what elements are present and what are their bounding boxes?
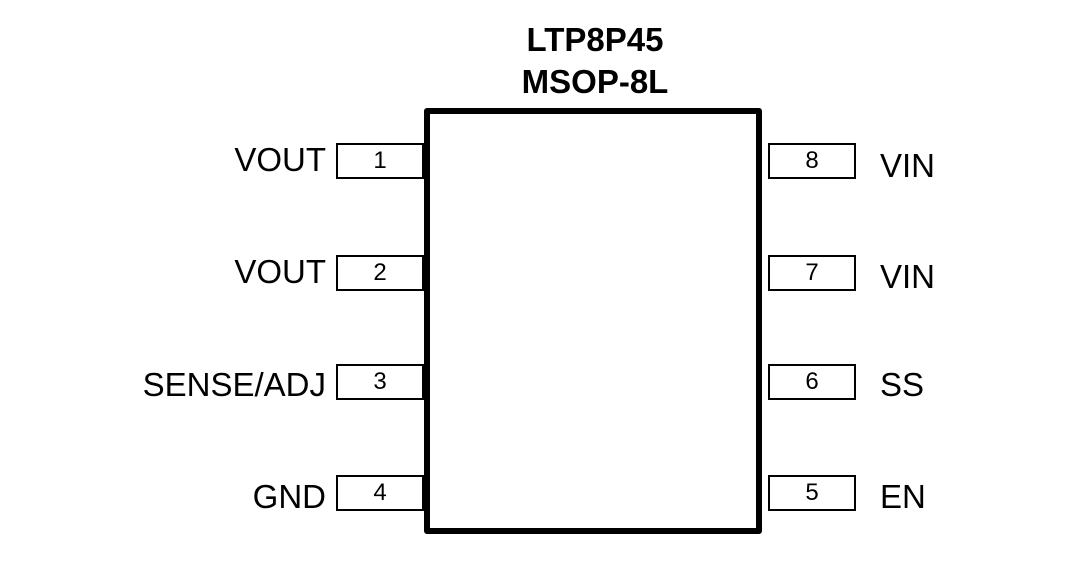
pin-3: 3 <box>336 364 424 400</box>
package-title: MSOP-8L <box>521 63 669 100</box>
pin-4-label: GND <box>252 478 326 515</box>
ic-package-body <box>424 108 762 534</box>
pin-6: 6 <box>768 364 856 400</box>
pin-8: 8 <box>768 143 856 179</box>
pin-8-label: VIN <box>880 147 936 184</box>
pin-5: 5 <box>768 475 856 511</box>
pin-7-label: VIN <box>880 258 936 295</box>
pin-2: 2 <box>336 255 424 291</box>
pin-7: 7 <box>768 255 856 291</box>
pin-4: 4 <box>336 475 424 511</box>
pin-2-label: VOUT <box>234 253 326 290</box>
pin-5-label: EN <box>880 478 926 515</box>
pin-1: 1 <box>336 143 424 179</box>
pin-6-label: SS <box>880 366 925 403</box>
pin-1-label: VOUT <box>234 141 326 178</box>
part-number-title: LTP8P45 <box>526 21 664 58</box>
pin-3-label: SENSE/ADJ <box>142 366 326 403</box>
